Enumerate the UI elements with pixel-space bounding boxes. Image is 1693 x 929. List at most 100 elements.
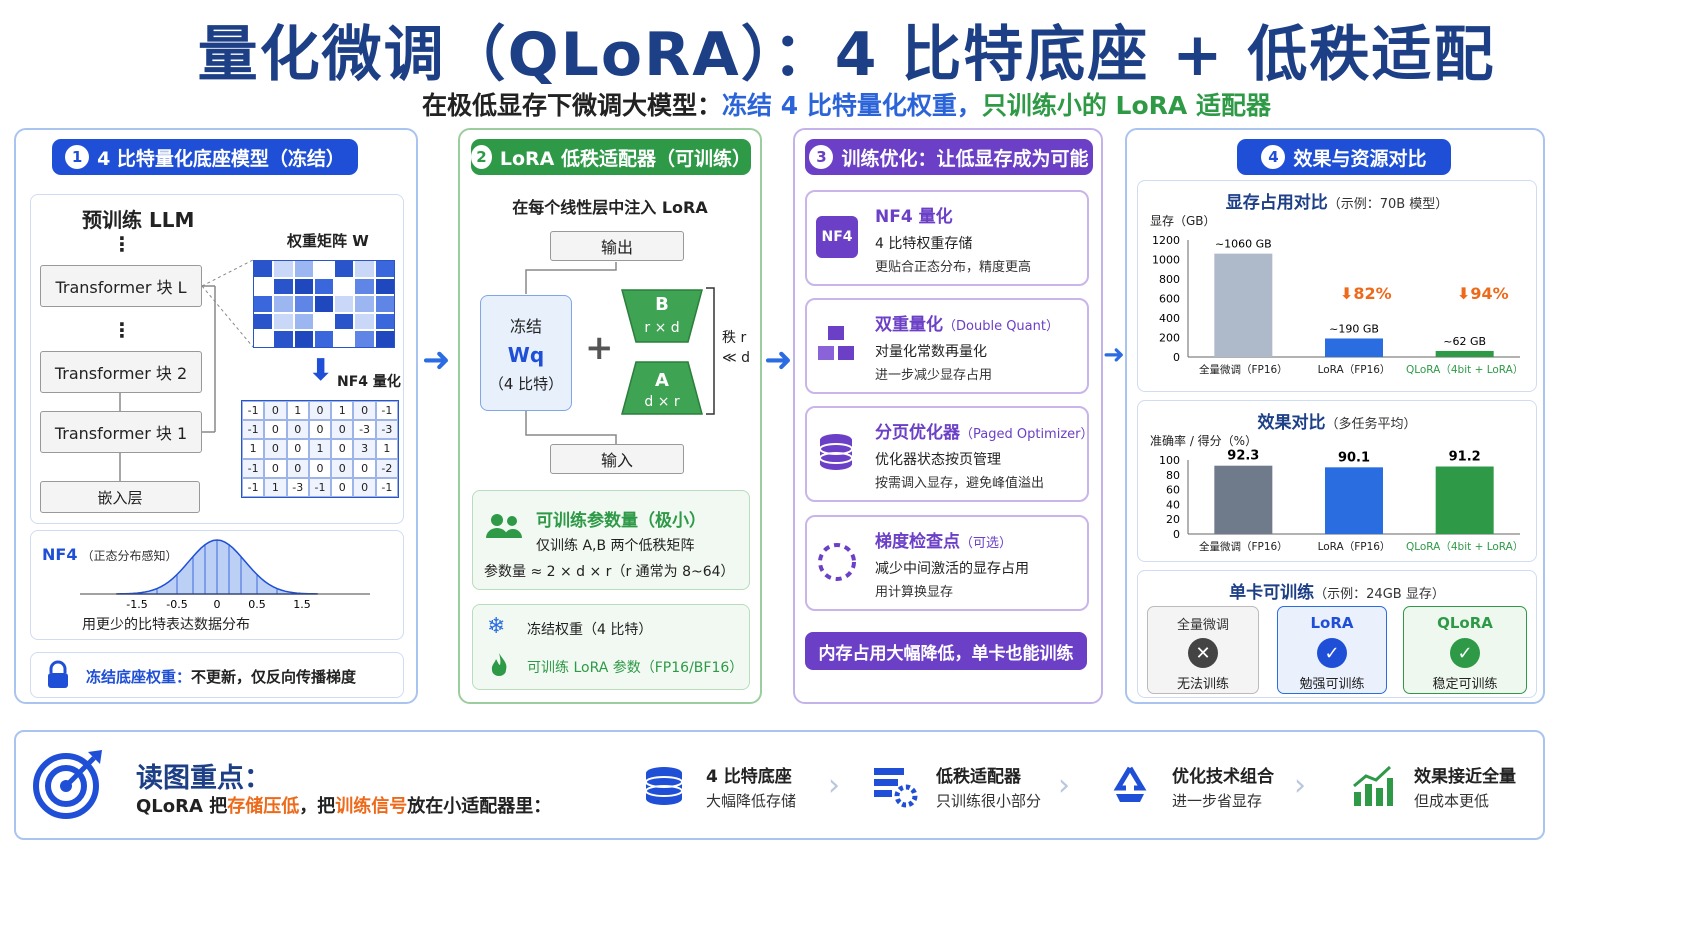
category-label: LoRA（FP16）	[1318, 364, 1391, 376]
footer-step-title: 4 比特底座	[706, 767, 792, 787]
quant-cell: 1	[375, 439, 398, 459]
category-label: 全量微调（FP16）	[1199, 363, 1288, 376]
card-title-note: （Double Quant）	[943, 319, 1059, 334]
flow-arrow-1: ➜	[422, 340, 451, 380]
panel4-number: 4	[1261, 145, 1286, 169]
quant-cell: 0	[264, 439, 287, 459]
footer-step-title: 低秩适配器	[936, 767, 1021, 787]
rank-label-a: 秩 r	[722, 330, 747, 346]
growth-chart-icon	[1350, 764, 1396, 810]
heatmap-cell	[355, 278, 374, 295]
memory-chart-title: 显存占用对比（示例：70B 模型）	[1137, 188, 1537, 213]
heatmap-cell	[274, 278, 293, 295]
panel4-header: 4 效果与资源对比	[1237, 139, 1451, 175]
lora-a-dim: d × r	[644, 394, 680, 410]
quantize-down-arrow: ⬇	[308, 353, 334, 388]
y-tick-label: 100	[1159, 454, 1180, 467]
heatmap-cell	[335, 313, 354, 330]
x-circle-icon: ✕	[1188, 638, 1218, 668]
heatmap-cell	[355, 313, 374, 330]
model-stack-card	[30, 194, 404, 524]
optimization-card-title: NF4 量化	[875, 202, 953, 227]
lora-b-label: B	[655, 294, 669, 315]
optimization-card-title: 梯度检查点（可选）	[875, 527, 1012, 552]
category-label: QLoRA（4bit + LoRA）	[1406, 364, 1523, 376]
footer-step-sub: 大幅降低存储	[706, 792, 797, 810]
single-option-name: LoRA	[1310, 614, 1354, 632]
flame-icon	[491, 653, 507, 676]
quant-cell: 0	[331, 477, 354, 497]
memory-title: 显存占用对比	[1225, 193, 1328, 213]
optimization-card-title: 双重量化（Double Quant）	[875, 310, 1059, 335]
memory-chart-card	[1137, 180, 1537, 392]
lora-connectors	[525, 262, 715, 444]
embedding-layer: 嵌入层	[40, 481, 200, 513]
subtitle-part-a: 在极低显存下微调大模型：	[422, 91, 723, 120]
quant-cell: -3	[286, 477, 309, 497]
optimization-card-line1: 减少中间激活的显存占用	[875, 561, 1029, 577]
heatmap-cell	[375, 331, 394, 347]
target-icon	[33, 750, 102, 819]
params-card	[472, 490, 750, 590]
lock-note: 冻结底座权重：不更新，仅反向传播梯度	[86, 666, 356, 687]
heatmap-cell	[335, 296, 354, 312]
heatmap-cell	[335, 261, 354, 277]
nf4-subtitle: （正态分布感知）	[81, 549, 178, 563]
y-tick-label: 60	[1166, 484, 1180, 497]
stack-dots-top: ⋮	[112, 232, 132, 256]
lock-icon	[48, 660, 68, 688]
y-tick-label: 600	[1159, 293, 1180, 306]
lora-a-label: A	[655, 370, 669, 391]
bar	[1325, 467, 1383, 534]
panel2-header: 2 LoRA 低秩适配器（可训练）	[471, 139, 751, 175]
panel2-title: LoRA 低秩适配器（可训练）	[499, 147, 751, 170]
inject-note: 在每个线性层中注入 LoRA	[512, 198, 708, 217]
single-option-status: 无法训练	[1176, 677, 1229, 692]
page-title: 量化微调（QLoRA）：4 比特底座 + 低秩适配	[197, 20, 1496, 90]
footer-step-sub: 只训练很小部分	[936, 792, 1042, 810]
quant-cell: 0	[308, 458, 332, 478]
stack-dots-mid: ⋮	[112, 318, 132, 342]
quant-cell: 0	[264, 458, 287, 478]
heatmap-cell	[274, 331, 293, 347]
reduction-94: ⬇94%	[1457, 284, 1509, 303]
accuracy-unit: 准确率 / 得分（%）	[1150, 434, 1258, 448]
footer-line-a: QLoRA 把	[136, 796, 228, 817]
bar-value-label: 90.1	[1338, 450, 1370, 465]
quant-cell: -1	[375, 401, 398, 421]
quant-cell: 0	[264, 420, 287, 440]
dashed-circle-icon	[816, 541, 858, 583]
panel3-title: 训练优化：让低显存成为可能	[841, 147, 1089, 170]
heatmap-cell	[254, 278, 273, 295]
heatmap-cell	[375, 296, 394, 312]
reduction-94-value: 94%	[1470, 284, 1509, 303]
plus-sign: +	[585, 328, 614, 368]
nf4-badge-icon: NF4	[816, 216, 858, 258]
heatmap-cell	[314, 296, 334, 312]
category-label: LoRA（FP16）	[1318, 541, 1391, 553]
quant-cell: 1	[286, 401, 309, 421]
bar-value-label: ~1060 GB	[1215, 238, 1272, 251]
reduction-82-value: 82%	[1353, 284, 1392, 303]
quant-cell: 0	[286, 458, 309, 478]
optimization-card-line2: 更贴合正态分布，精度更高	[875, 260, 1032, 275]
nf4-tick-label: 0.5	[248, 598, 266, 611]
lora-a-matrix-shape	[621, 361, 703, 415]
panel3-number: 3	[809, 145, 834, 169]
nf4-tick-label: 1.5	[293, 598, 311, 611]
bar	[1435, 350, 1494, 357]
reduction-82: ⬇82%	[1340, 284, 1392, 303]
heatmap-cell	[274, 313, 293, 330]
bar	[1214, 465, 1273, 534]
flow-arrow-2: ➜	[764, 340, 793, 380]
card-title-text: 分页优化器	[875, 423, 960, 443]
heatmap-cell	[294, 331, 313, 347]
quant-cell: 0	[331, 458, 354, 478]
quant-cell: 1	[308, 439, 332, 459]
footer-step-title: 效果接近全量	[1414, 767, 1516, 787]
snowflake-icon: ❄	[487, 614, 506, 639]
panel4-title: 效果与资源对比	[1293, 147, 1427, 170]
heatmap-cell	[274, 261, 293, 277]
